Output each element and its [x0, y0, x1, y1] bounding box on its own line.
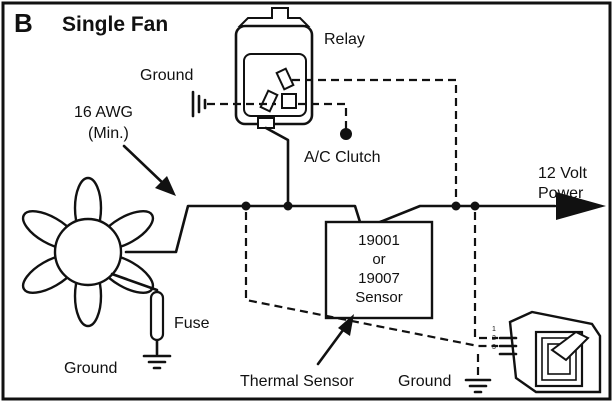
- relay-label: Relay: [324, 31, 365, 48]
- wire-gauge-label-line1: 16 AWG: [74, 104, 133, 121]
- power-label-line1: 12 Volt: [538, 165, 587, 182]
- ground-right-icon: [464, 378, 492, 394]
- ground-left-icon: [142, 354, 172, 370]
- ground-top-icon: [191, 90, 207, 118]
- power-label-line2: Power: [538, 185, 584, 202]
- figure-letter: B: [14, 8, 33, 38]
- sensor-box: [324, 220, 434, 320]
- main-power-wire: [124, 192, 606, 254]
- sensor-label-line1: 19001: [358, 232, 400, 249]
- thermal-sensor-pointer-icon: [316, 314, 354, 366]
- sensor-label-line3: 19007: [358, 270, 400, 287]
- relay-power-wire: [292, 78, 458, 200]
- sensor-label-line2: or: [372, 251, 385, 268]
- switch-feed-wire: [473, 212, 498, 340]
- wire-gauge-label-line2: (Min.): [88, 125, 129, 142]
- ac-clutch-wire: [298, 102, 348, 130]
- ground-top-label: Ground: [140, 67, 193, 84]
- ac-clutch-label: A/C Clutch: [304, 149, 380, 166]
- thermal-sensor-label: Thermal Sensor: [240, 373, 354, 390]
- relay-feed-wire: [264, 126, 290, 208]
- switch-pin-1-label: 1: [492, 326, 496, 333]
- sensor-label-line4: Sensor: [355, 289, 403, 306]
- switch-pin-3-label: 3: [492, 344, 496, 351]
- junction-dot: [241, 201, 251, 211]
- junction-dot: [470, 201, 480, 211]
- fan-icon: [21, 176, 155, 328]
- fuse-label: Fuse: [174, 315, 210, 332]
- power-arrow-icon: [556, 192, 606, 220]
- junction-dot: [451, 201, 461, 211]
- wire-gauge-pointer-icon: [122, 144, 176, 196]
- toggle-switch-icon: [498, 310, 602, 394]
- ground-left-label: Ground: [64, 360, 117, 377]
- switch-pin-2-label: 2: [492, 335, 496, 342]
- fuse-icon: [149, 290, 165, 342]
- thermal-sensor-wire: [244, 212, 498, 348]
- figure-title: Single Fan: [62, 13, 168, 36]
- ground-right-label: Ground: [398, 373, 451, 390]
- relay-icon: [234, 7, 314, 129]
- ac-clutch-terminal: [340, 128, 352, 140]
